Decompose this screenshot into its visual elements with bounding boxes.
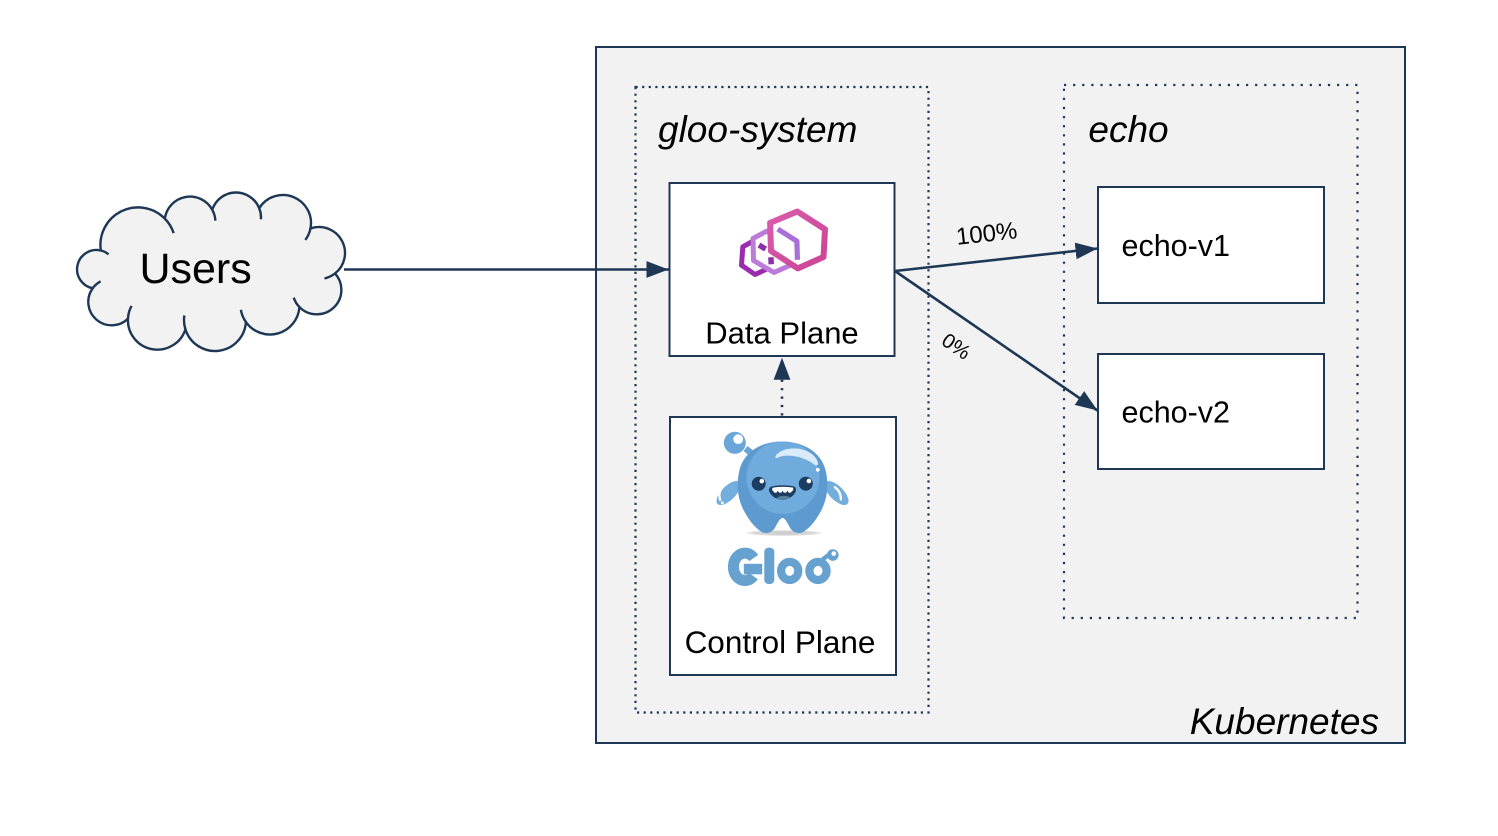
svg-text:Kubernetes: Kubernetes <box>1190 701 1379 742</box>
svg-text:echo-v2: echo-v2 <box>1122 396 1231 430</box>
svg-text:echo-v1: echo-v1 <box>1122 229 1231 263</box>
svg-text:Data Plane: Data Plane <box>705 316 858 351</box>
svg-text:100%: 100% <box>955 217 1019 251</box>
svg-text:echo: echo <box>1088 109 1168 150</box>
svg-text:gloo-system: gloo-system <box>658 109 857 150</box>
svg-text:Control Plane: Control Plane <box>685 624 876 660</box>
svg-text:Users: Users <box>139 245 251 293</box>
